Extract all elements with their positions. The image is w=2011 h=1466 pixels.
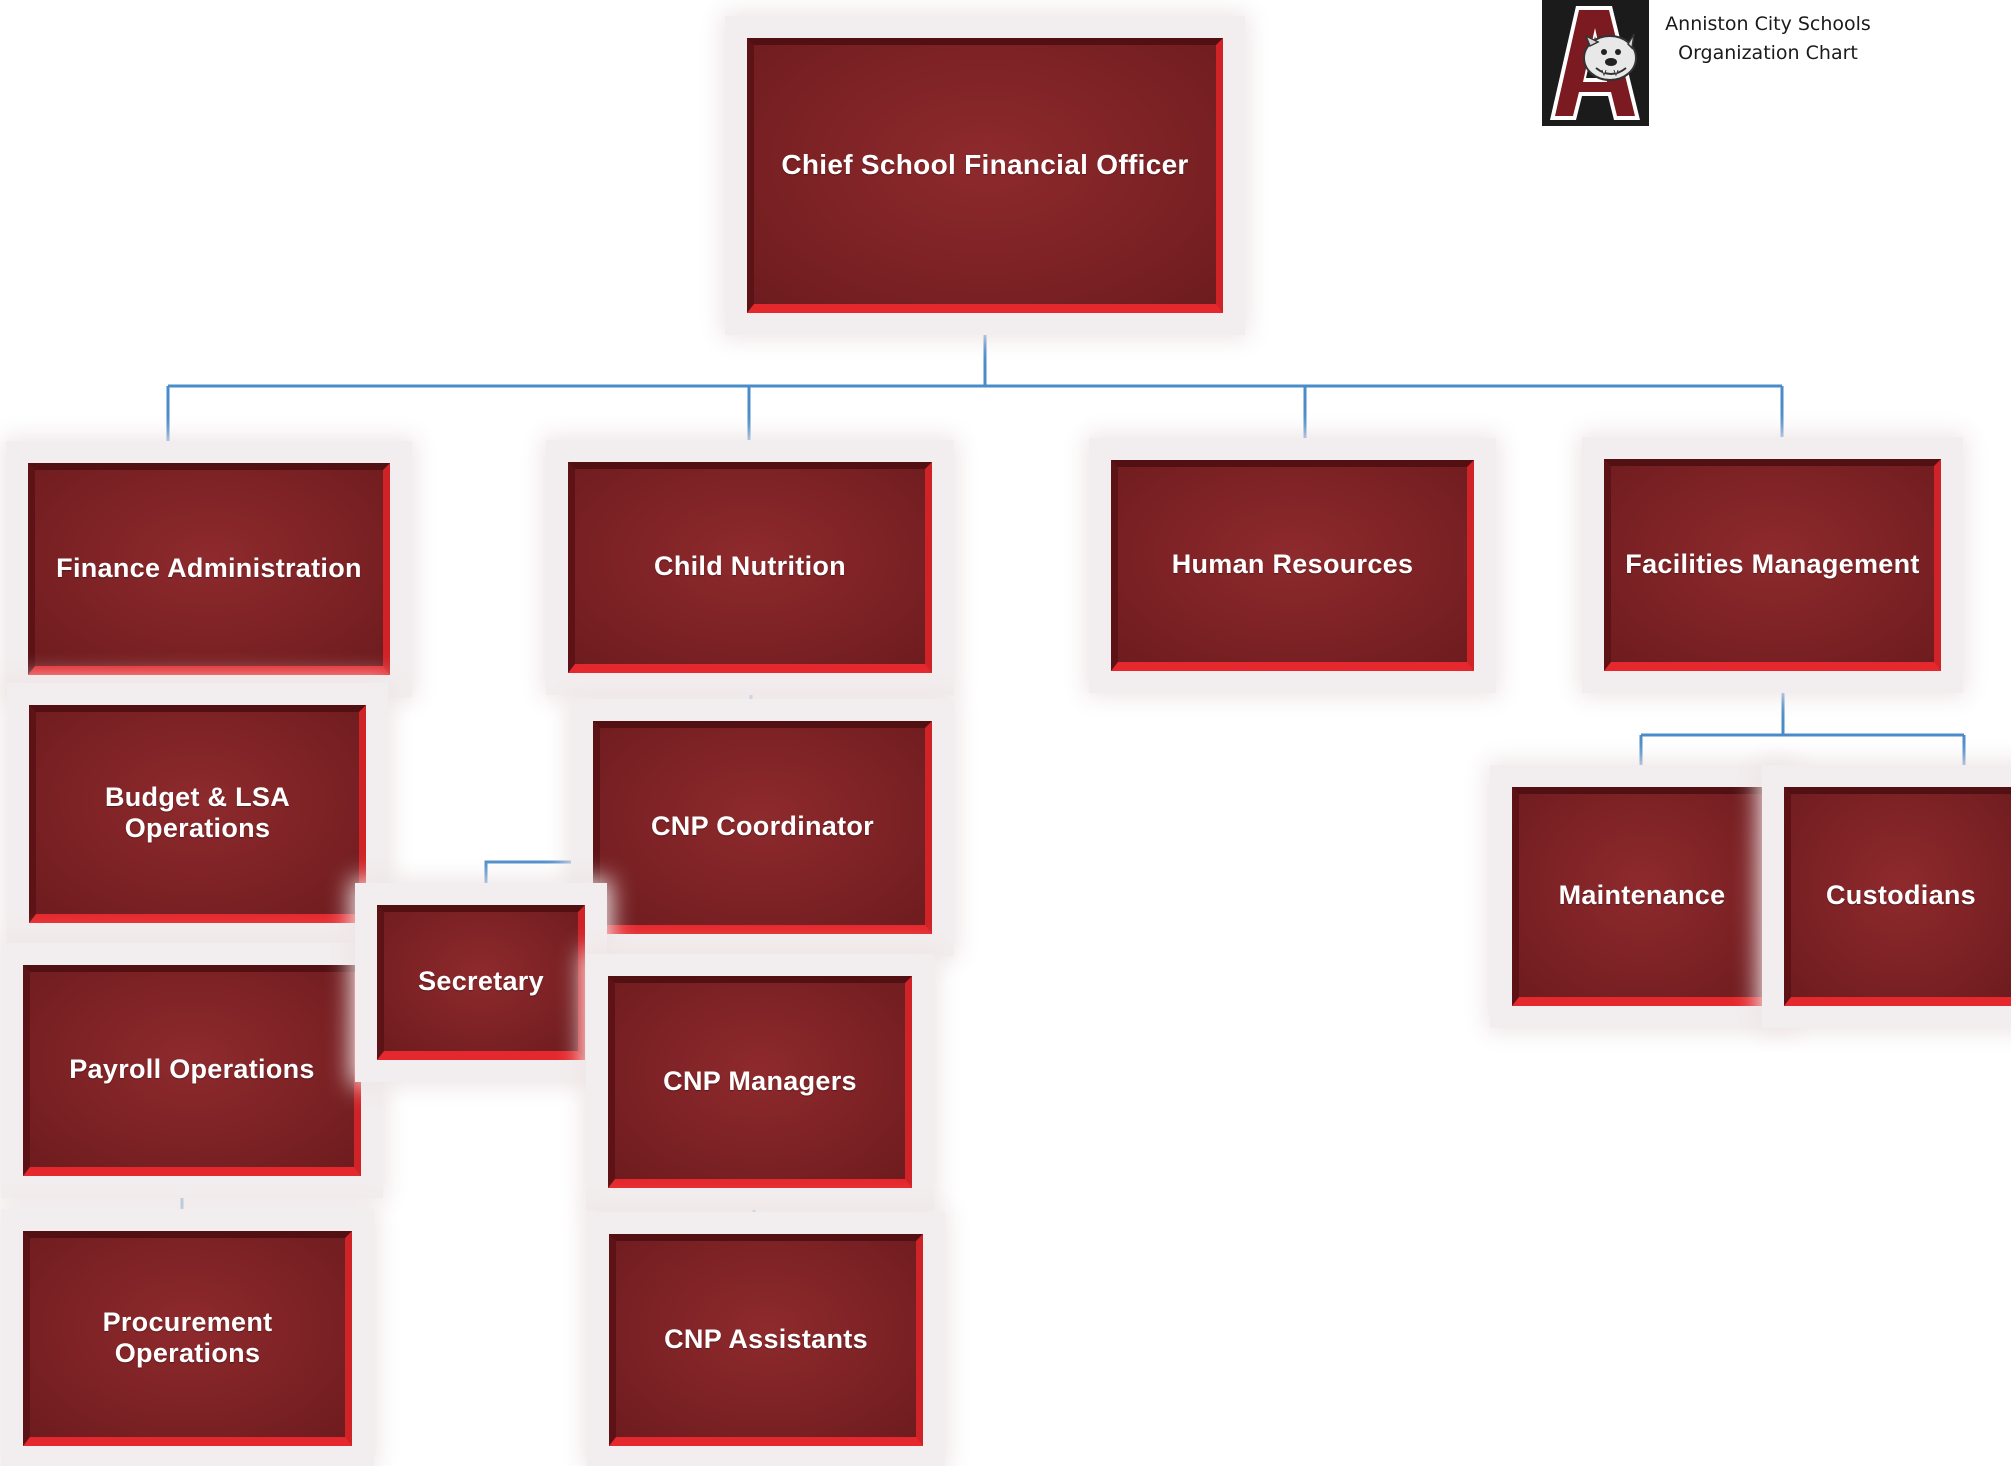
org-node-cnp-coordinator: CNP Coordinator: [593, 721, 932, 934]
org-node-label: Maintenance: [1558, 880, 1726, 910]
connector-coordinator-to-secretary: [484, 860, 592, 906]
org-node-procurement-operations: Procurement Operations: [23, 1231, 352, 1446]
org-node-facilities-management: Facilities Management: [1604, 459, 1941, 671]
org-node-child-nutrition: Child Nutrition: [568, 462, 932, 673]
org-node-cnp-assistants: CNP Assistants: [609, 1234, 923, 1446]
org-node-cnp-managers: CNP Managers: [608, 976, 912, 1188]
org-node-label: Chief School Financial Officer: [781, 149, 1189, 180]
org-node-label: Human Resources: [1171, 549, 1414, 579]
org-node-label: Payroll Operations: [69, 1054, 315, 1084]
org-node-human-resources: Human Resources: [1111, 460, 1474, 671]
school-logo: [1542, 0, 1649, 126]
org-node-label: Procurement Operations: [102, 1306, 273, 1368]
org-node-custodians: Custodians: [1784, 787, 2011, 1006]
document-title: Organization Chart: [1678, 42, 1858, 64]
org-node-label: Child Nutrition: [654, 551, 846, 581]
org-node-payroll-operations: Payroll Operations: [23, 965, 361, 1176]
org-node-label: Finance Administration: [56, 552, 362, 583]
org-node-label: Facilities Management: [1625, 548, 1920, 579]
org-node-maintenance: Maintenance: [1512, 787, 1772, 1006]
org-node-secretary: Secretary: [377, 905, 585, 1060]
org-node-label: CNP Coordinator: [650, 811, 874, 841]
org-node-label: Custodians: [1825, 880, 1976, 910]
org-node-finance-administration: Finance Administration: [28, 463, 390, 675]
org-node-budget-lsa-operations: Budget & LSA Operations: [29, 705, 366, 923]
org-node-label: Secretary: [418, 966, 544, 996]
org-node-label: Budget & LSA Operations: [104, 782, 291, 843]
org-node-chief-school-financial-officer: Chief School Financial Officer: [747, 38, 1223, 313]
org-chart-header: Anniston City Schools Organization Chart: [1648, 10, 1888, 68]
org-node-label: CNP Assistants: [664, 1323, 868, 1354]
bulldog-letter-a-icon: [1542, 0, 1649, 126]
organization-name: Anniston City Schools: [1665, 13, 1871, 35]
org-node-label: CNP Managers: [663, 1065, 857, 1096]
